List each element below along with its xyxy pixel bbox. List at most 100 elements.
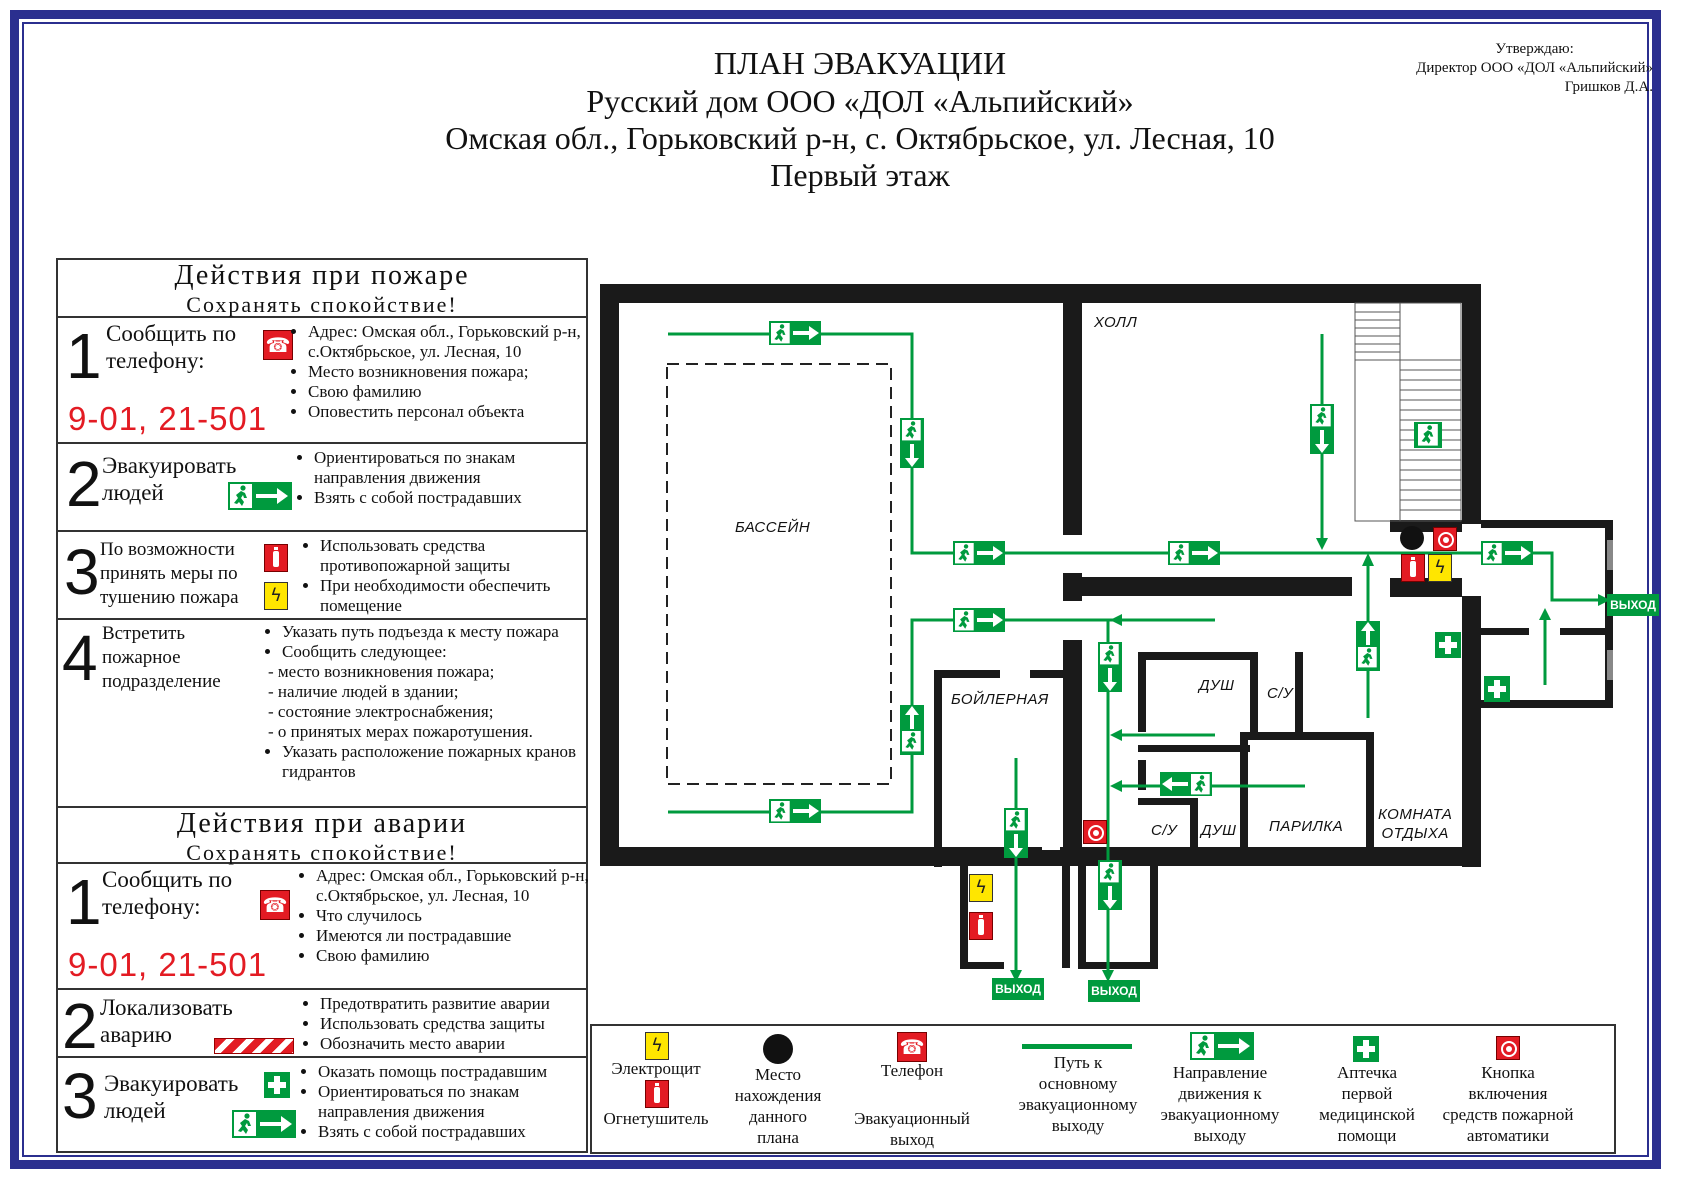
fire-heading: Действия при пожаре Сохранять спокойстви…: [58, 260, 586, 318]
extinguisher-icon: [264, 544, 288, 572]
exit-label: ВЫХОД: [1607, 594, 1659, 616]
legend-first-aid-l3: медицинской: [1319, 1105, 1415, 1124]
approval-name: Гришков Д.А.: [1564, 79, 1653, 95]
legend-location-label: Место нахождения данного плана: [722, 1064, 834, 1148]
exit-sign: [953, 608, 1005, 632]
legend-extinguisher-icon: [645, 1080, 669, 1108]
approval-caption: Утверждаю:: [1495, 41, 1574, 57]
legend-alarm-button-l2: включения: [1468, 1084, 1548, 1103]
fire-step-2-number: 2: [66, 448, 102, 520]
list-item: Использовать средства противопожарной за…: [320, 536, 590, 576]
list-item: Свою фамилию: [316, 946, 596, 966]
list-item: - о принятых мерах пожаротушения.: [268, 722, 533, 741]
list-item: Ориентироваться по знакам направления дв…: [318, 1082, 598, 1122]
list-item: Место возникновения пожара;: [308, 362, 598, 382]
accident-step-1-label: Сообщить по телефону:: [102, 866, 232, 920]
fire-step-4: [58, 620, 586, 808]
fire-step-4-label-l1: Встретить: [102, 623, 186, 644]
room-rest-l1: КОМНАТА: [1378, 806, 1453, 823]
first-aid-icon: [264, 1072, 290, 1098]
route-arrowheads: [1010, 538, 1610, 982]
fire-step-1: [58, 318, 586, 444]
fire-step-4-number: 4: [62, 622, 98, 694]
fire-step-4-label-l3: подразделение: [102, 671, 221, 692]
room-wc-2: С/У: [1151, 822, 1178, 839]
object-address: Омская обл., Горьковский р-н, с. Октябрь…: [445, 120, 1275, 156]
legend-route-l2: основному: [1038, 1074, 1118, 1093]
fire-step-1-label: Сообщить по телефону:: [106, 320, 236, 374]
legend-location-icon: [763, 1034, 793, 1064]
accident-heading: Действия при аварии Сохранять спокойстви…: [58, 808, 586, 866]
accident-step-1: [58, 864, 586, 990]
exit-sign: [1168, 541, 1220, 565]
accident-step-2-label-l2: аварию: [100, 1022, 172, 1047]
legend-direction-l2: движения к: [1178, 1084, 1262, 1103]
instructions-panel: Действия при пожаре Сохранять спокойстви…: [56, 258, 590, 1153]
fire-step-3-number: 3: [64, 536, 100, 608]
electric-panel-icon: ϟ: [264, 582, 288, 610]
legend-alarm-button-l3: средств пожарной: [1442, 1105, 1574, 1124]
fire-step-4-list: Указать путь подъезда к месту пожара Соо…: [264, 622, 592, 782]
accident-step-3-list: Оказать помощь пострадавшим Ориентироват…: [300, 1062, 598, 1142]
exit-label: ВЫХОД: [992, 978, 1044, 1000]
list-item: Взять с собой пострадавших: [314, 488, 594, 508]
list-item: Взять с собой пострадавших: [318, 1122, 598, 1142]
legend-first-aid-l4: помощи: [1337, 1126, 1397, 1145]
fire-phone-number: 9-01, 21-501: [68, 400, 268, 437]
accident-step-1-number: 1: [66, 866, 102, 938]
legend-location-l1: Место: [754, 1065, 802, 1084]
outer-frame: [10, 10, 1661, 1169]
legend: [590, 1024, 1616, 1154]
accident-step-3-number: 3: [62, 1060, 98, 1132]
accident-step-1-label-l2: телефону:: [102, 894, 201, 919]
phone-icon: ☎: [260, 890, 290, 920]
room-boiler: БОЙЛЕРНАЯ: [951, 691, 1049, 708]
legend-route-label: Путь к основному эвакуационному выходу: [990, 1052, 1166, 1136]
legend-location-l4: плана: [757, 1128, 799, 1147]
legend-alarm-button-l4: автоматики: [1466, 1126, 1550, 1145]
list-item: Предотвратить развитие аварии: [320, 994, 596, 1014]
room-rest: КОМНАТА ОТДЫХА: [1378, 805, 1452, 843]
legend-route-l4: выходу: [1051, 1116, 1105, 1135]
room-pool: БАССЕЙН: [735, 519, 811, 536]
accident-step-2: [58, 990, 586, 1058]
exit-sign: [1160, 772, 1212, 796]
legend-direction-icon: [1190, 1032, 1254, 1060]
legend-electric-icon: ϟ: [645, 1032, 669, 1060]
legend-phone-label: Телефон: [880, 1061, 944, 1080]
fire-step-2-label-l1: Эвакуировать: [102, 453, 237, 478]
extinguisher-icon: [1401, 554, 1425, 582]
legend-first-aid-l2: первой: [1341, 1084, 1393, 1103]
exit-direction-icon: [232, 1110, 296, 1138]
hazard-tape-icon: [214, 1038, 294, 1054]
object-name: Русский дом ООО «ДОЛ «Альпийский»: [586, 83, 1134, 119]
accident-title: Действия при аварии: [176, 808, 468, 839]
legend-route-icon: [1022, 1044, 1132, 1049]
exit-sign: [1356, 621, 1380, 671]
electric-panel-icon: ϟ: [1428, 554, 1452, 582]
accident-heading-block: [58, 808, 586, 864]
first-aid-icon: [1435, 632, 1461, 658]
fire-step-1-label-l1: Сообщить по: [106, 321, 237, 346]
room-wc-1: С/У: [1267, 685, 1294, 702]
exit-sign: [1098, 642, 1122, 692]
list-item: Оповестить персонал объекта: [308, 402, 598, 422]
fire-step-3-list: Использовать средства противопожарной за…: [302, 536, 590, 616]
exit-sign: [769, 799, 821, 823]
exit-sign: [900, 705, 924, 755]
electric-panel-icon: ϟ: [969, 874, 993, 902]
legend-extinguisher-label: Огнетушитель: [603, 1109, 709, 1128]
fire-title: Действия при пожаре: [174, 260, 470, 291]
fire-step-2-label-l2: людей: [102, 480, 164, 505]
first-aid-icon: [1484, 676, 1510, 702]
legend-exit-l1: Эвакуационный: [854, 1109, 970, 1128]
room-hall: ХОЛЛ: [1094, 314, 1138, 331]
list-item: Оказать помощь пострадавшим: [318, 1062, 598, 1082]
fire-alarm-button-icon: [1083, 820, 1107, 844]
fire-step-1-label-l2: телефону:: [106, 348, 205, 373]
approval-block: Утверждаю: Директор ООО «ДОЛ «Альпийский…: [1416, 40, 1653, 97]
phone-icon: ☎: [263, 330, 293, 360]
inner-frame: [22, 22, 1649, 1157]
fire-step-3-label-l2: принять меры по: [100, 563, 238, 584]
accident-subtitle: Сохранять спокойствие!: [186, 840, 458, 865]
